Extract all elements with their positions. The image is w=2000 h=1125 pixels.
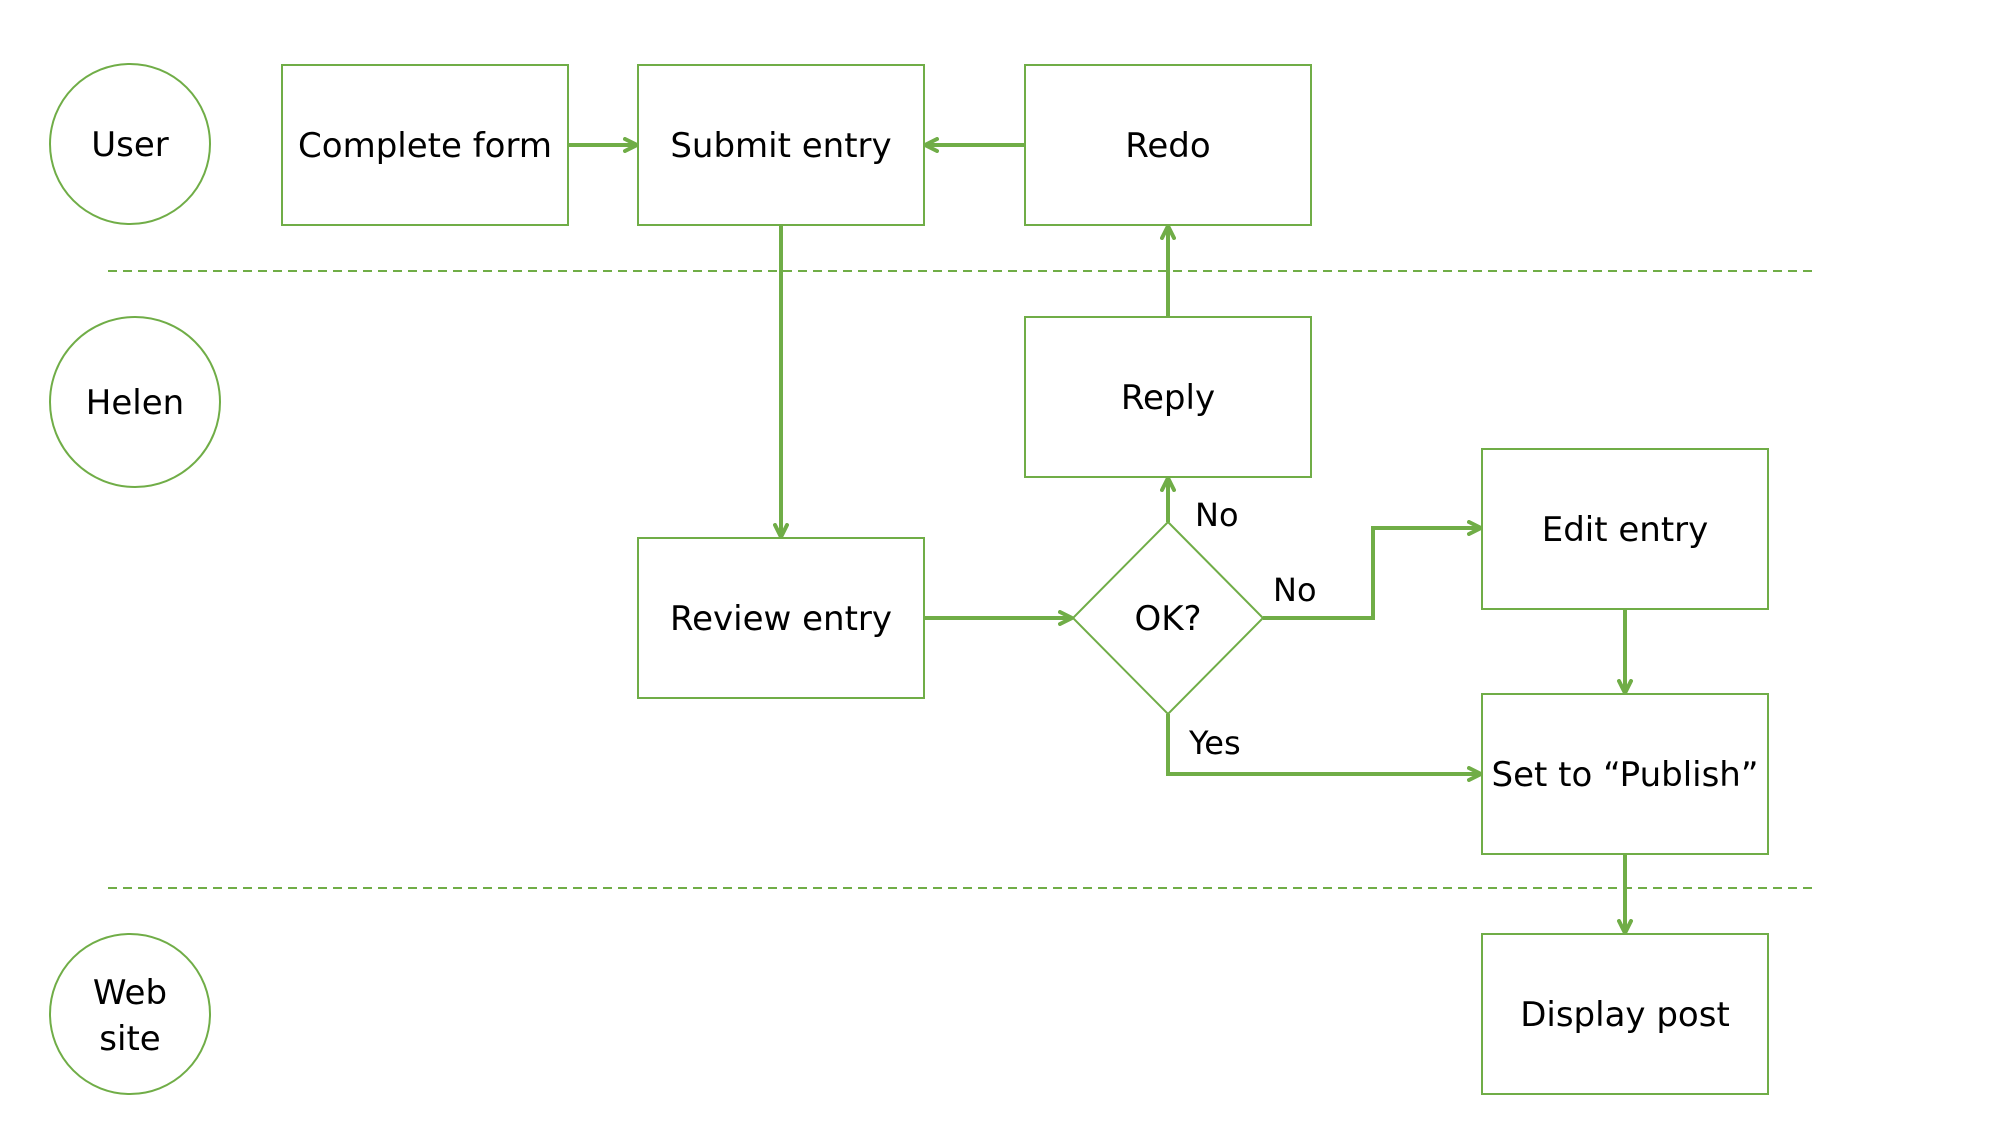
node-reply: Reply [1024,316,1312,478]
node-reply-label: Reply [1121,378,1215,418]
node-set-to-publish-label: Set to “Publish” [1492,755,1759,795]
node-display-post-label: Display post [1520,995,1730,1035]
lane-label-helen: Helen [86,383,184,423]
decision-ok-label: OK? [1134,599,1201,639]
edge-label-yes-to-publish: Yes [1188,724,1241,762]
edge-label-no-to-reply: No [1195,496,1239,534]
lane-header-website: Web site [49,933,211,1095]
node-edit-entry-label: Edit entry [1542,510,1709,550]
node-redo-label: Redo [1125,126,1210,166]
node-complete-form-label: Complete form [298,126,552,166]
node-submit-entry: Submit entry [637,64,925,226]
node-review-entry-label: Review entry [670,599,892,639]
lane-label-website-line1: Web [93,973,167,1013]
arrow-decision-to-edit-entry [1263,520,1483,620]
lane-header-helen: Helen [49,316,221,488]
node-set-to-publish: Set to “Publish” [1481,693,1769,855]
decision-ok: OK? [1071,520,1265,716]
edge-label-no-to-edit: No [1273,571,1317,609]
lane-header-user: User [49,63,211,225]
lane-label-website-line2: site [99,1019,160,1059]
node-redo: Redo [1024,64,1312,226]
node-complete-form: Complete form [281,64,569,226]
node-submit-entry-label: Submit entry [670,126,891,166]
arrow-decision-to-set-to-publish [1166,714,1483,782]
node-review-entry: Review entry [637,537,925,699]
node-edit-entry: Edit entry [1481,448,1769,610]
lane-label-user: User [91,125,169,165]
node-display-post: Display post [1481,933,1769,1095]
